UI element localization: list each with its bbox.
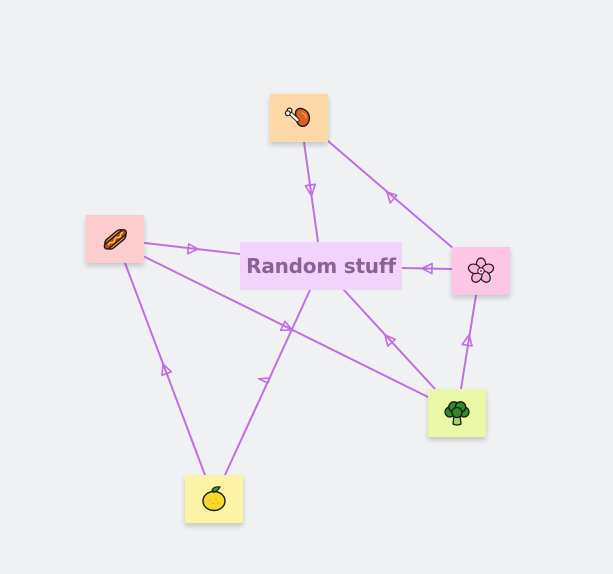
- arrowhead-hotdog-to-random-stuff: [186, 243, 199, 255]
- arrowhead-blossom-to-random-stuff: [421, 262, 433, 275]
- cherry-blossom-icon: [467, 257, 495, 283]
- node-lemon[interactable]: [185, 475, 243, 523]
- broccoli-icon: [444, 401, 470, 426]
- node-chicken[interactable]: [270, 94, 328, 142]
- arrowhead-hotdog-to-broccoli: [279, 320, 293, 332]
- edge-hotdog-to-broccoli: [144, 256, 431, 399]
- edge-blossom-to-chicken: [327, 140, 455, 250]
- node-random-stuff[interactable]: Random stuff: [240, 242, 402, 290]
- node-hotdog[interactable]: [86, 215, 144, 263]
- edge-lemon-to-hotdog: [124, 262, 206, 476]
- arrowhead-broccoli-to-blossom: [461, 334, 473, 347]
- edge-chicken-to-random-stuff: [303, 141, 319, 243]
- arrowhead-blossom-to-chicken: [386, 191, 398, 204]
- edge-blossom-to-random-stuff: [401, 267, 453, 270]
- node-broccoli[interactable]: [428, 389, 486, 437]
- lemon-icon: [202, 486, 226, 512]
- edge-broccoli-to-blossom: [460, 294, 477, 390]
- arrowhead-lemon-to-hotdog: [161, 363, 173, 377]
- poultry-leg-icon: [284, 107, 311, 127]
- arrowhead-broccoli-to-random-stuff: [384, 334, 397, 347]
- edge-broccoli-to-random-stuff: [343, 289, 436, 390]
- arrowhead-lemon-to-random-stuff: [257, 377, 271, 384]
- node-random-stuff-label: Random stuff: [246, 254, 396, 278]
- hot-dog-icon: [103, 228, 128, 250]
- edge-hotdog-to-random-stuff: [144, 242, 241, 255]
- arrowhead-chicken-to-random-stuff: [304, 183, 317, 197]
- node-blossom[interactable]: [452, 247, 510, 295]
